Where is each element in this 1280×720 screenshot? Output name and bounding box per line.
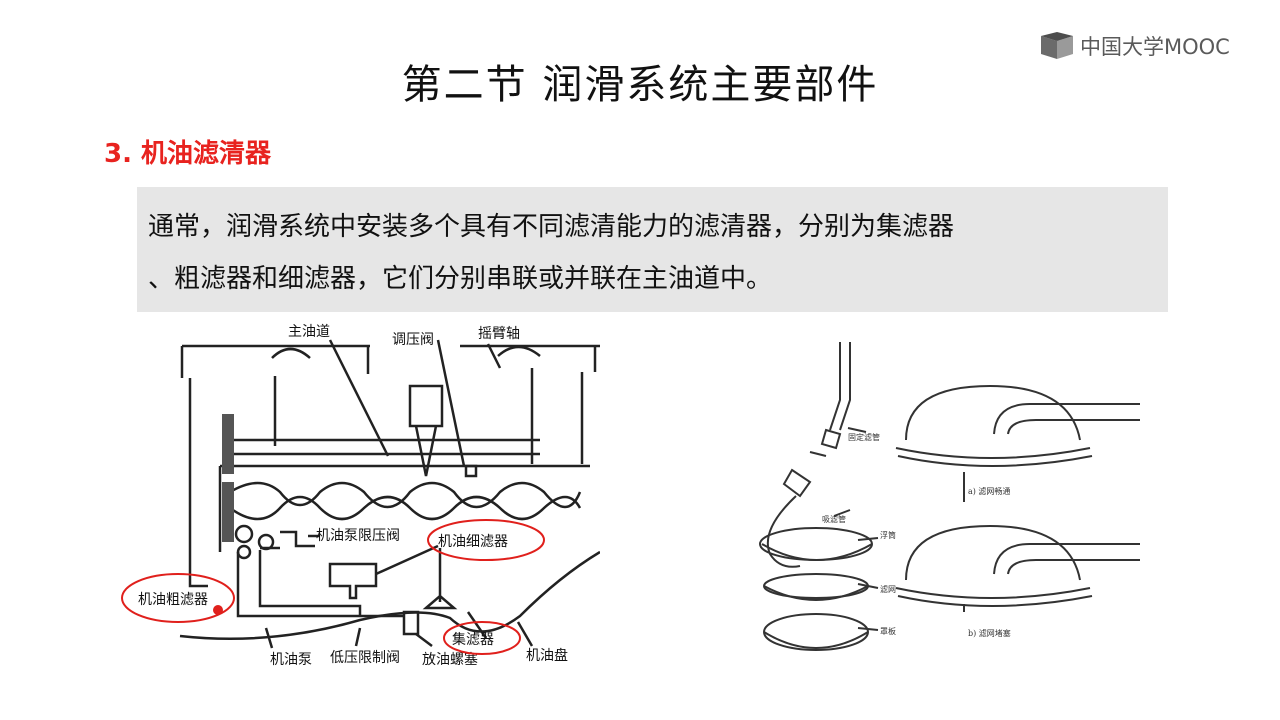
label-pump: 机油泵	[270, 652, 312, 668]
mooc-book-icon	[1041, 32, 1073, 59]
label-low-pressure-valve: 低压限制阀	[330, 650, 400, 666]
logo-text: 中国大学MOOC	[1080, 35, 1230, 59]
label-main-gallery: 主油道	[288, 324, 330, 340]
slide-title: 第二节 润滑系统主要部件	[401, 62, 879, 108]
intro-paragraph: 通常，润滑系统中安装多个具有不同滤清能力的滤清器，分别为集滤器 、粗滤器和细滤器…	[137, 187, 1168, 312]
label-rocker-shaft: 摇臂轴	[478, 326, 520, 342]
label-strainer: 集滤器	[452, 631, 494, 648]
paragraph-line-1: 通常，润滑系统中安装多个具有不同滤清能力的滤清器，分别为集滤器	[148, 212, 955, 242]
caption-b: b) 滤网堵塞	[968, 628, 1011, 638]
label-pump-relief: 机油泵限压阀	[316, 528, 400, 544]
pointer-dot	[213, 605, 223, 615]
label-oil-pan: 机油盘	[526, 647, 568, 664]
lubrication-system-diagram: 主油道 调压阀 摇臂轴 机油泵限压阀 机油细滤器 机油粗滤器 机油泵 低压限制阀…	[121, 324, 600, 668]
paragraph-line-2: 、粗滤器和细滤器，它们分别串联或并联在主油道中。	[148, 264, 773, 294]
label-drain-plug: 放油螺塞	[422, 651, 478, 668]
highlight-fine-filter	[427, 519, 545, 561]
caption-a: a) 滤网畅通	[968, 486, 1010, 496]
highlight-coarse-filter	[121, 573, 235, 623]
section-heading: 3. 机油滤清器	[104, 139, 272, 169]
label-fine-filter: 机油细滤器	[438, 534, 508, 550]
label-cover: 罩板	[880, 626, 896, 636]
label-suction-pipe: 吸滤管	[822, 514, 846, 524]
label-fixed-pipe: 固定滤管	[848, 432, 880, 442]
oil-strainer-diagram: 固定滤管 吸滤管 浮筒 滤网 罩板 a) 滤网畅通 b) 滤网堵塞	[759, 342, 1140, 651]
label-float: 浮筒	[880, 530, 896, 540]
label-screen: 滤网	[880, 584, 896, 594]
label-pressure-valve: 调压阀	[392, 332, 434, 348]
label-coarse-filter: 机油粗滤器	[138, 592, 208, 608]
mooc-logo: 中国大学MOOC	[1040, 30, 1230, 62]
highlight-strainer	[443, 621, 521, 655]
